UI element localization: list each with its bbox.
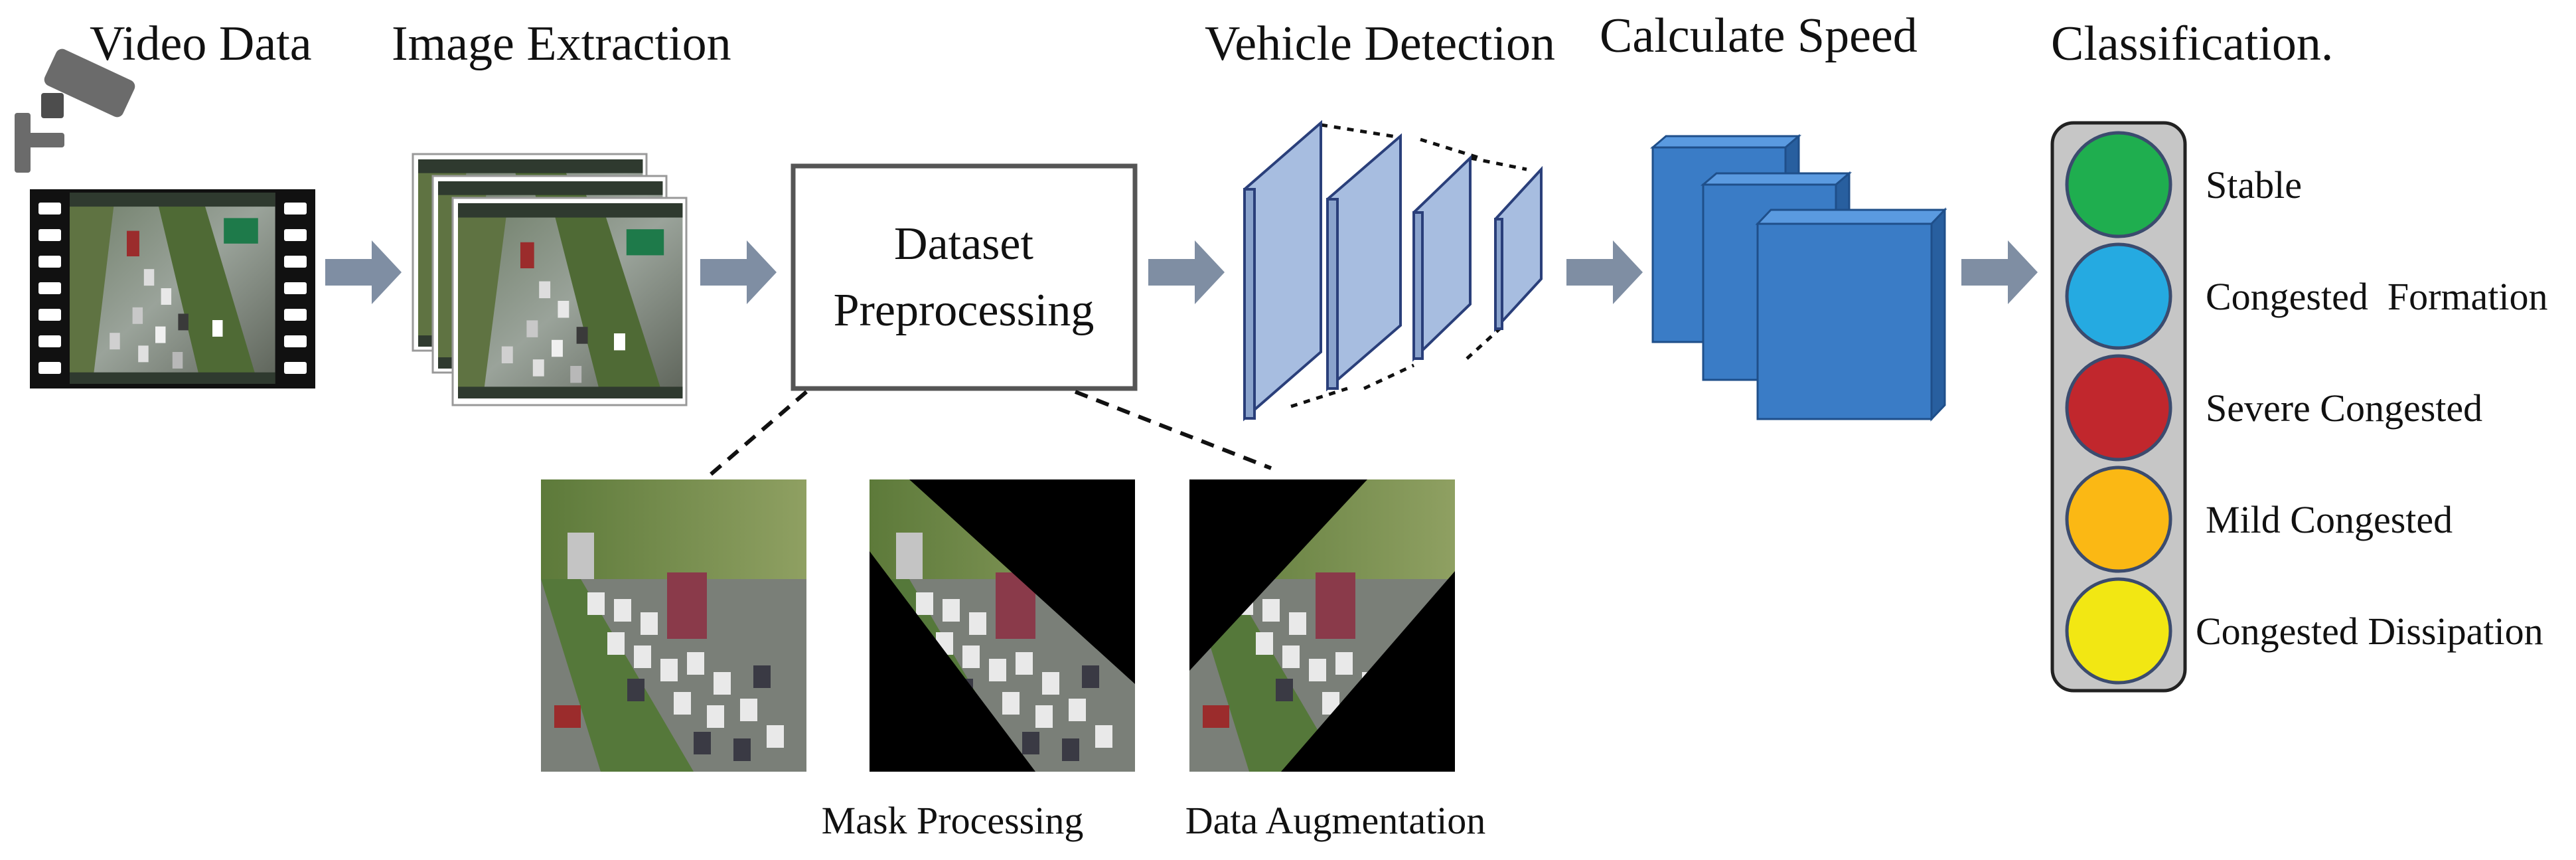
film-strip-icon	[30, 189, 315, 388]
preprocessing-title-line1: Dataset	[894, 218, 1033, 270]
camera-icon	[15, 48, 135, 173]
classification-panel	[2050, 121, 2187, 693]
class-light-2	[2065, 242, 2172, 350]
data-augmentation-label: Data Augmentation	[1185, 799, 1486, 842]
arrow-2	[700, 240, 777, 304]
arrow-3	[1148, 240, 1225, 304]
original-frame-example	[541, 479, 806, 772]
cnn-layers	[1243, 120, 1543, 422]
arrow-4	[1566, 240, 1643, 304]
mask-processing-example	[870, 479, 1135, 772]
class-light-5	[2065, 577, 2172, 685]
stage-title-video: Video Data	[90, 17, 312, 71]
class-label-5: Congested Dissipation	[2196, 610, 2543, 653]
arrow-5	[1961, 240, 2038, 304]
speed-blocks	[1649, 133, 1947, 422]
stage-title-classification: Classification.	[2051, 17, 2333, 71]
stage-title-extraction: Image Extraction	[392, 17, 731, 71]
speed-block-3	[1755, 207, 1947, 422]
cnn-layer-1	[1243, 120, 1322, 422]
preprocessing-title-line2: Preprocessing	[834, 285, 1095, 336]
dataset-preprocessing-box: Dataset Preprocessing	[791, 163, 1138, 391]
extracted-frames	[412, 153, 688, 406]
data-augmentation-example	[1189, 479, 1455, 772]
class-light-4	[2065, 466, 2172, 573]
stage-title-speed: Calculate Speed	[1600, 9, 1918, 63]
mask-processing-label: Mask Processing	[822, 799, 1084, 842]
class-label-3: Severe Congested	[2206, 387, 2482, 430]
class-light-1	[2065, 131, 2172, 238]
flow-arrows	[325, 240, 2038, 304]
stage-title-detection: Vehicle Detection	[1205, 17, 1555, 71]
class-label-4: Mild Congested	[2206, 498, 2453, 541]
class-light-3	[2065, 354, 2172, 462]
arrow-1	[325, 240, 402, 304]
class-label-1: Stable	[2206, 163, 2302, 207]
preprocessing-connectors	[709, 390, 1272, 477]
class-label-2: Congested Formation	[2206, 275, 2548, 318]
traffic-frame-image	[70, 193, 275, 384]
